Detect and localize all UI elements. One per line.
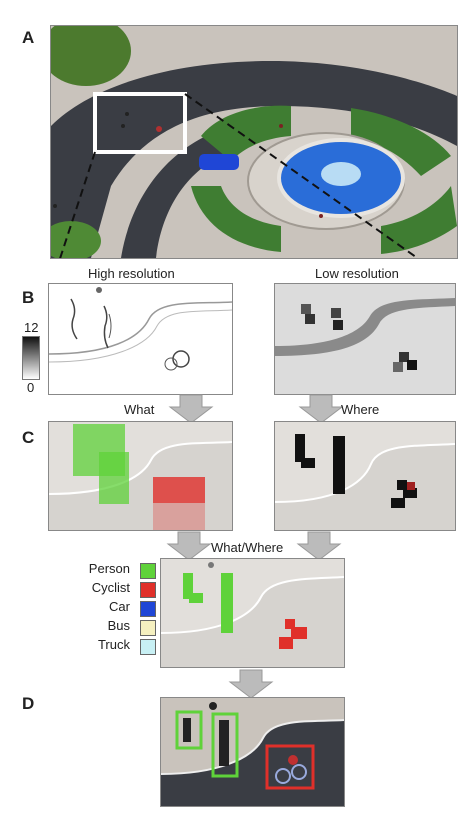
legend-swatch [140,601,156,617]
detection-image [161,698,344,790]
legend-label: Truck [97,637,130,652]
selection-box [93,92,187,154]
legend-item-person: Person [76,561,156,579]
arrow-where-merge [296,531,342,561]
colorbar-min-label: 0 [27,380,35,395]
colorbar-max-label: 12 [24,320,39,335]
what-where-caption: What/Where [211,540,284,555]
legend-swatch [140,620,156,636]
aerial-photo [50,25,458,259]
low-resolution-caption: Low resolution [315,266,399,281]
arrow-to-d [228,669,274,699]
what-where-map [160,558,345,668]
legend-item-car: Car [76,599,156,617]
legend-swatch [140,563,156,579]
high-resolution-map [48,283,233,395]
where-heatmap-image [275,422,455,508]
arrow-where [298,394,344,424]
legend-item-cyclist: Cyclist [76,580,156,598]
detection-result-photo [160,697,345,807]
panel-d-letter: D [22,694,35,713]
legend-swatch [140,639,156,655]
panel-a-letter: A [22,28,35,47]
legend-swatch [140,582,156,598]
legend-item-bus: Bus [76,618,156,636]
aerial-plaza-image [51,26,457,258]
where-map [274,421,456,531]
legend-label: Bus [107,618,130,633]
colorbar [22,336,40,380]
arrow-what [168,394,214,424]
what-heatmap-image [49,422,232,530]
what-caption: What [124,402,155,417]
where-caption: Where [341,402,380,417]
edge-map-image [49,287,232,371]
what-where-image [161,559,344,649]
what-map [48,421,233,531]
high-resolution-caption: High resolution [88,266,175,281]
pixelated-map-image [275,284,455,394]
legend-label: Cyclist [91,580,130,595]
legend-label: Person [88,561,130,576]
low-resolution-map [274,283,456,395]
arrow-what-merge [166,531,212,561]
legend-item-truck: Truck [76,637,156,655]
panel-b-letter: B [22,288,35,307]
panel-c-letter: C [22,428,35,447]
legend-label: Car [109,599,130,614]
